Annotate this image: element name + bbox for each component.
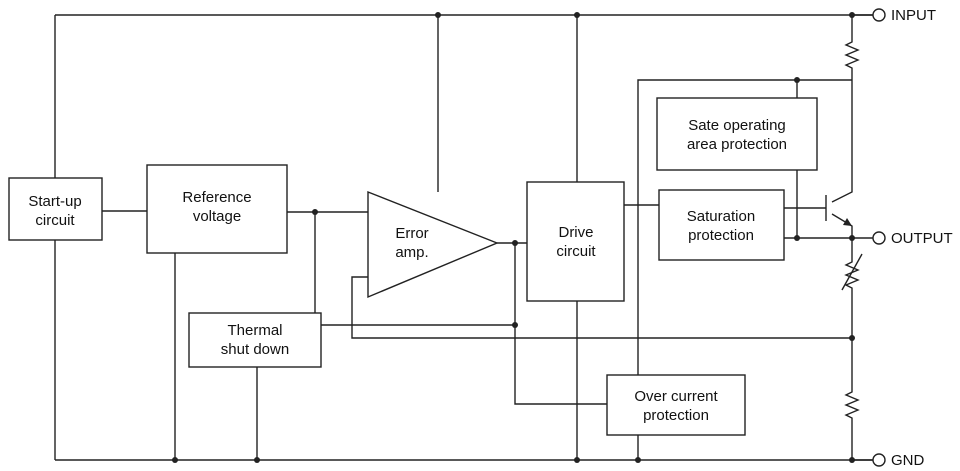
error-amp-label-line1: Error bbox=[395, 225, 428, 242]
soa-label-line2: area protection bbox=[687, 136, 787, 153]
startup-circuit-block: Start-up circuit bbox=[8, 177, 103, 241]
saturation-label-line1: Saturation bbox=[687, 208, 755, 225]
thermal-label-line1: Thermal bbox=[227, 322, 282, 339]
thermal-label-line2: shut down bbox=[221, 341, 289, 358]
drive-label-line2: circuit bbox=[556, 243, 596, 260]
thermal-shutdown-block: Thermal shut down bbox=[188, 312, 322, 368]
startup-label-line2: circuit bbox=[35, 212, 75, 229]
startup-label-line1: Start-up bbox=[28, 193, 81, 210]
input-terminal-label: INPUT bbox=[891, 7, 936, 24]
error-amp-block: Error amp. bbox=[367, 190, 499, 299]
drive-circuit-block: Drive circuit bbox=[526, 181, 625, 302]
gnd-terminal-label: GND bbox=[891, 452, 925, 469]
overcurrent-protection-block: Over current protection bbox=[606, 374, 746, 436]
junction-dots bbox=[172, 12, 855, 463]
reference-label-line1: Reference bbox=[182, 189, 251, 206]
soa-label-line1: Sate operating bbox=[688, 117, 786, 134]
error-amp-label-line2: amp. bbox=[395, 244, 428, 261]
gnd-terminal: GND bbox=[872, 452, 925, 469]
output-terminal: OUTPUT bbox=[872, 230, 953, 247]
soa-protection-block: Sate operating area protection bbox=[656, 97, 818, 171]
input-terminal: INPUT bbox=[872, 7, 936, 24]
wiring bbox=[54, 14, 873, 461]
reference-voltage-block: Reference voltage bbox=[146, 164, 288, 254]
drive-label-line1: Drive bbox=[558, 224, 593, 241]
saturation-label-line2: protection bbox=[688, 227, 754, 244]
output-terminal-label: OUTPUT bbox=[891, 230, 953, 247]
saturation-protection-block: Saturation protection bbox=[658, 189, 785, 261]
reference-label-line2: voltage bbox=[193, 208, 241, 225]
transistor-emitter-arrow bbox=[843, 218, 852, 226]
overcurrent-label-line1: Over current bbox=[634, 388, 718, 405]
overcurrent-label-line2: protection bbox=[643, 407, 709, 424]
